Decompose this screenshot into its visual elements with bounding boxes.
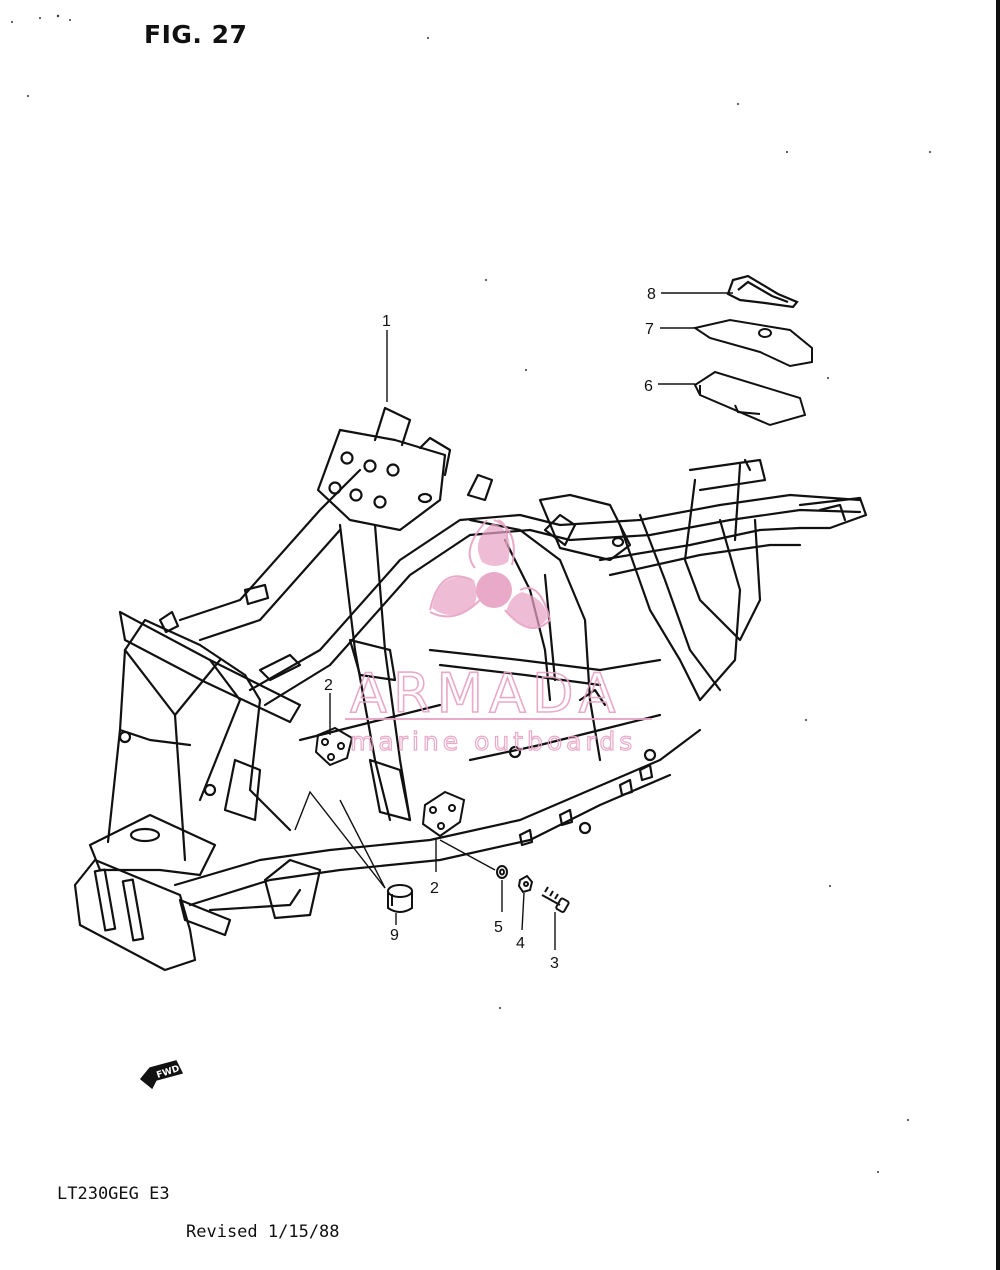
callout-5: 5: [494, 919, 503, 936]
armada-watermark: ARMADA marine outboards: [345, 519, 652, 757]
revision-date: Revised 1/15/88: [186, 1222, 340, 1242]
part-9-bushing: [387, 884, 413, 913]
part-2-bracket-right: [421, 790, 466, 838]
watermark-title: ARMADA: [350, 662, 622, 725]
callout-3: 3: [550, 955, 559, 972]
callout-7: 7: [645, 321, 654, 338]
part-2-bracket-left: [314, 726, 354, 767]
part-3-bolt: [541, 886, 570, 913]
leader-lines: [294, 292, 733, 950]
propeller-blade-right: [506, 592, 548, 628]
callout-9: 9: [390, 927, 399, 944]
part-4-nut: [517, 874, 534, 894]
callout-2-right: 2: [430, 880, 439, 897]
model-code: LT230GEG E3: [57, 1184, 170, 1204]
frame-assembly: [73, 406, 868, 972]
callout-6: 6: [644, 378, 653, 395]
callout-2-left: 2: [324, 677, 333, 694]
callout-4: 4: [516, 935, 525, 952]
scan-specks: [11, 14, 931, 1173]
scan-edge-border: [996, 0, 1000, 1270]
part-5-washer: [496, 865, 508, 879]
fwd-direction-arrow: FWD: [139, 1060, 184, 1090]
part-6-tray: [693, 370, 807, 427]
propeller-blade-top: [477, 523, 510, 566]
figure-title: FIG. 27: [144, 20, 248, 49]
propeller-hub: [476, 572, 512, 608]
callout-8: 8: [647, 286, 656, 303]
callout-labels: 1 2 2 3 4 5 6 7 8 9: [324, 286, 656, 972]
propeller-blade-left: [432, 577, 477, 615]
callout-1: 1: [382, 313, 391, 330]
part-8-gasket: [726, 274, 799, 309]
part-7-cover: [692, 318, 813, 368]
watermark-subtitle: marine outboards: [350, 727, 636, 756]
